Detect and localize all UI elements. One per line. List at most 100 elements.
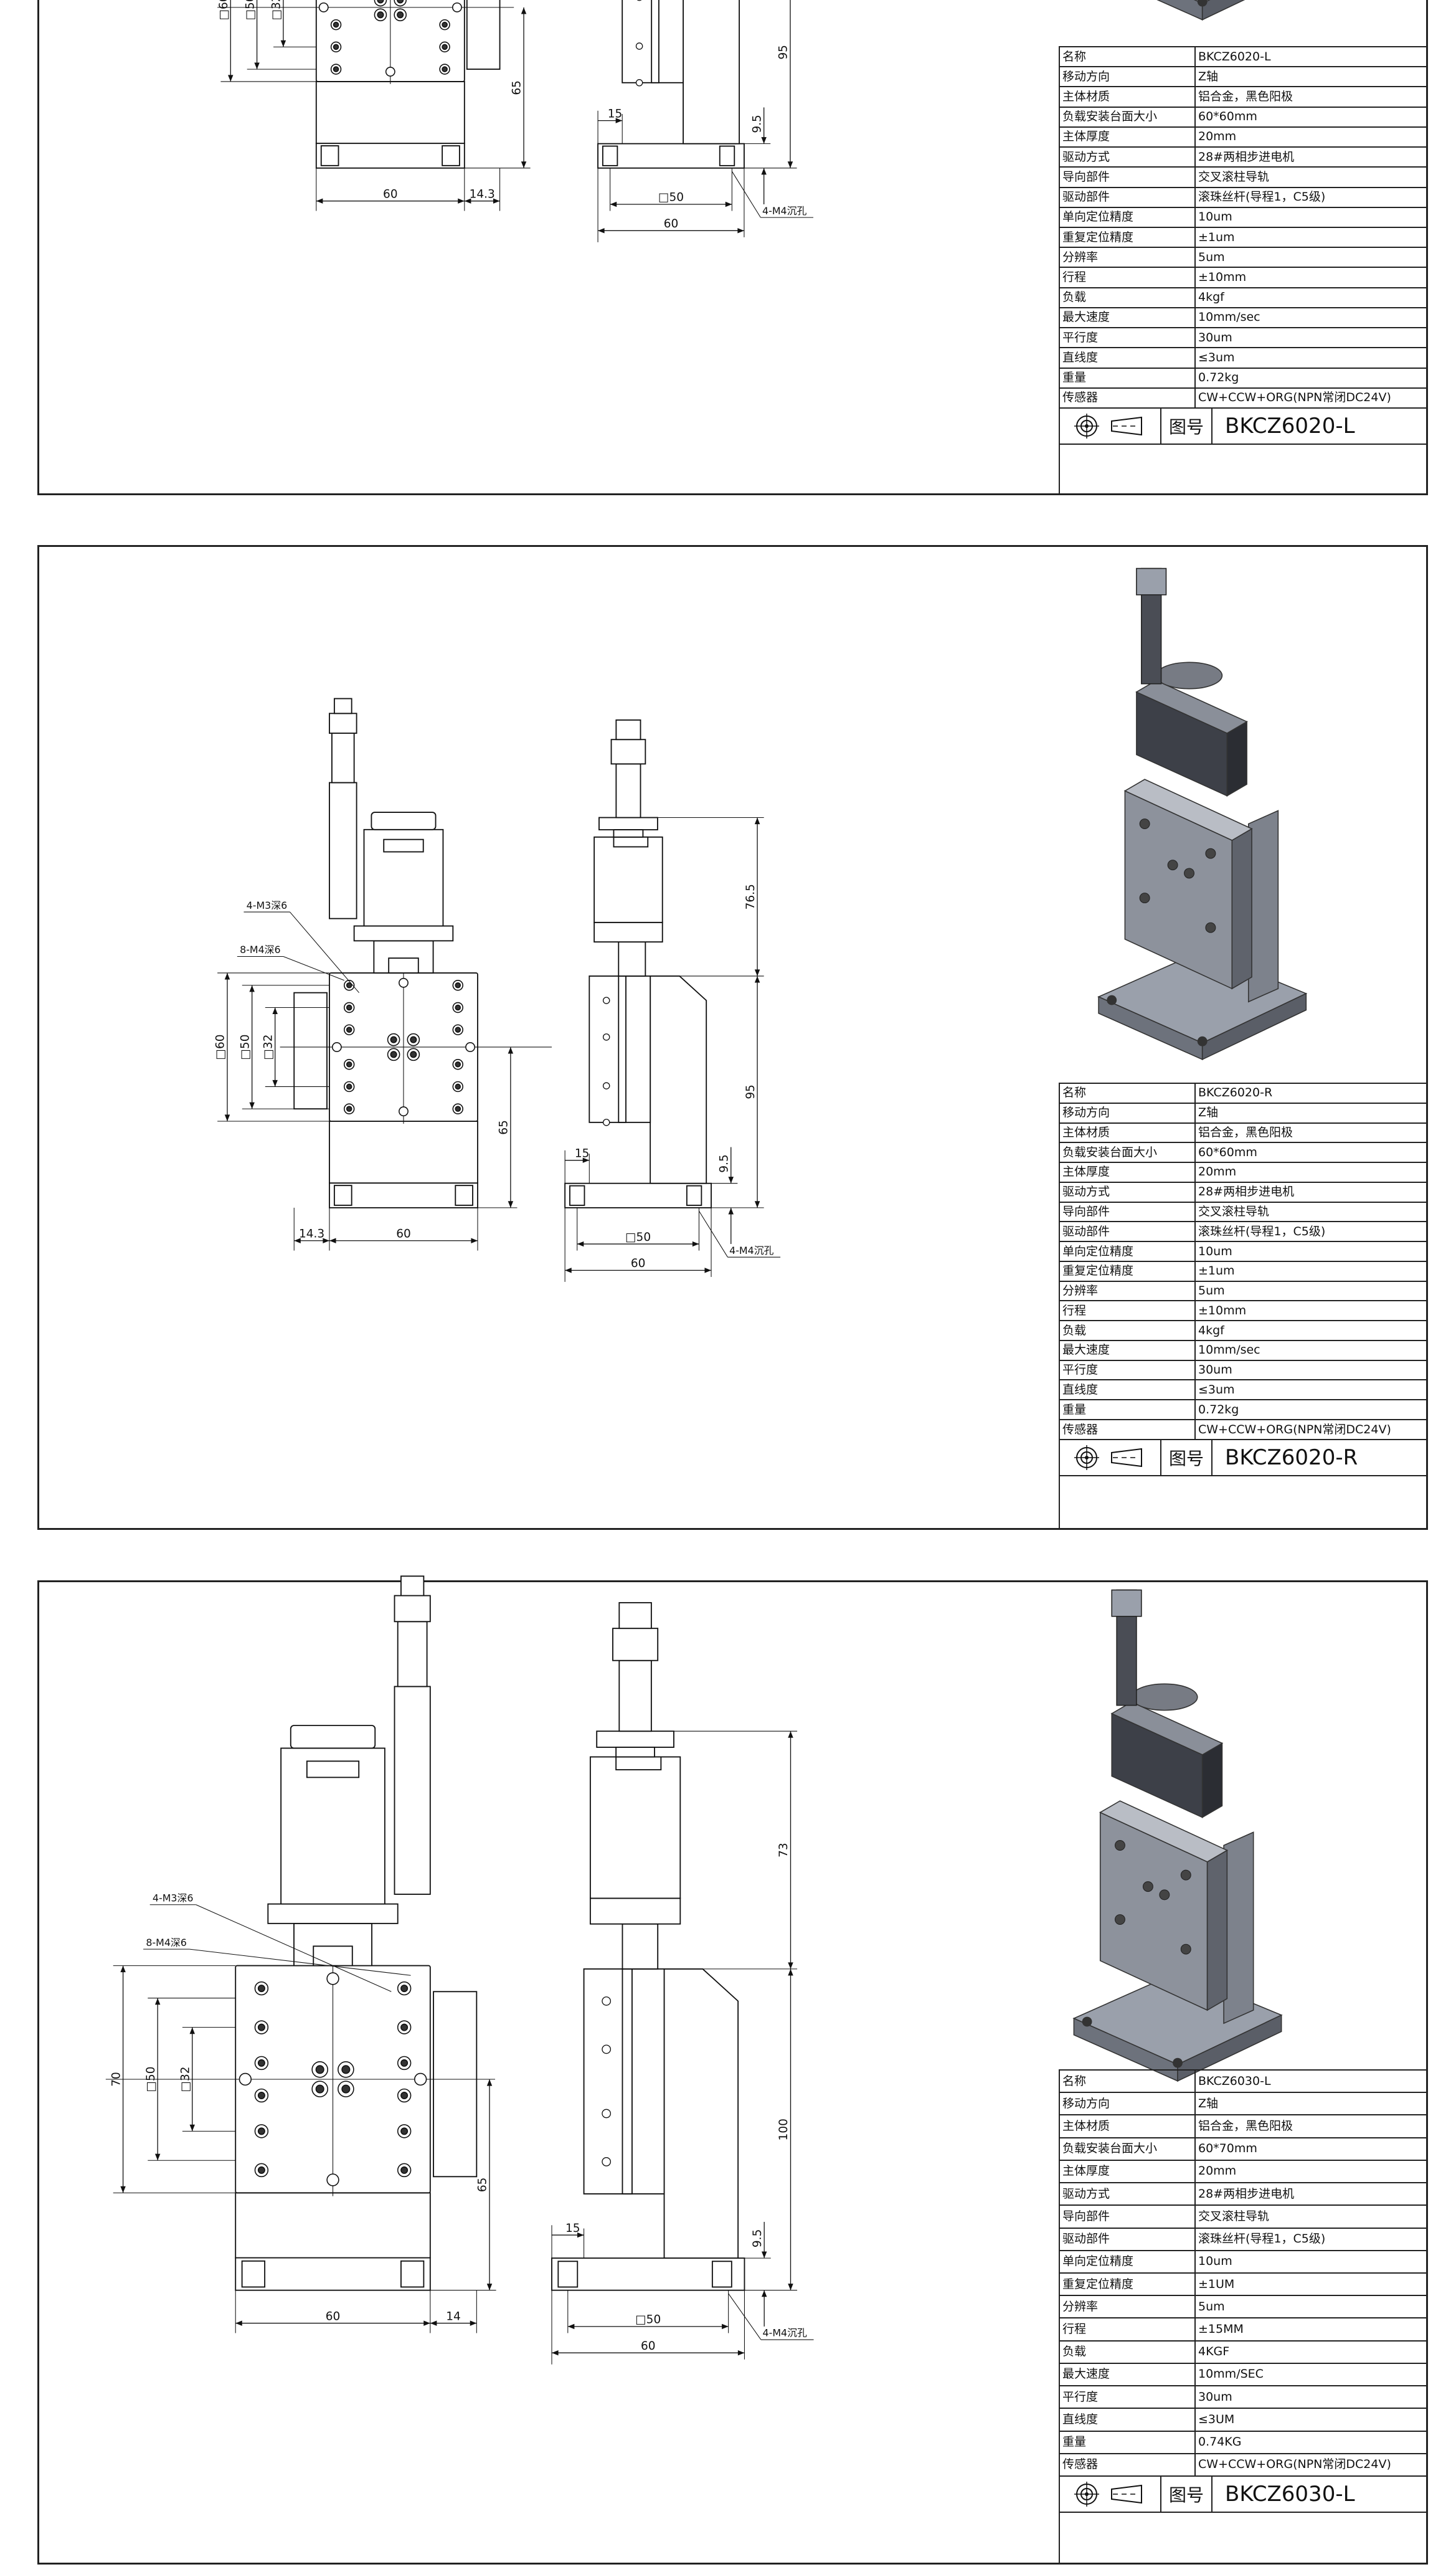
callout-label: 4-M4沉孔 bbox=[729, 1245, 773, 1256]
spec-value: CW+CCW+ORG(NPN常闭DC24V) bbox=[1194, 387, 1428, 409]
drawing-number-label: 图号 bbox=[1161, 1440, 1213, 1475]
spec-label: 传感器 bbox=[1059, 1419, 1196, 1440]
spec-value: 5um bbox=[1194, 247, 1428, 268]
mounting-hole-core bbox=[400, 2092, 409, 2100]
spec-label: 负载 bbox=[1059, 1320, 1196, 1341]
projection-symbol-icon bbox=[1060, 1440, 1161, 1475]
side-connector-nut bbox=[612, 1628, 659, 1661]
dimension-label: 14 bbox=[446, 2310, 461, 2323]
projection-symbol-icon bbox=[1060, 2477, 1161, 2512]
spec-value: 铝合金，黑色阳极 bbox=[1194, 86, 1428, 108]
side-motor-plate bbox=[593, 921, 663, 943]
dimension-label: 65 bbox=[476, 2178, 489, 2193]
spec-row: 主体材质铝合金，黑色阳极 bbox=[1059, 1122, 1428, 1144]
base-foot bbox=[602, 145, 618, 166]
spec-label: 负载安装台面大小 bbox=[1059, 106, 1196, 128]
base-foot bbox=[241, 2260, 266, 2288]
side-motor-cap bbox=[615, 1756, 662, 1771]
mounting-hole-core bbox=[400, 2023, 409, 2031]
mounting-hole-core bbox=[455, 1027, 461, 1033]
spec-value: 10um bbox=[1194, 206, 1428, 228]
center-hole-core bbox=[377, 11, 384, 19]
callout-label: 8-M4深6 bbox=[240, 944, 281, 956]
spec-row: 直线度≤3UM bbox=[1059, 2408, 1428, 2432]
base-foot bbox=[455, 1185, 473, 1206]
dimension-label: 15 bbox=[565, 2222, 580, 2235]
dimension-label: 95 bbox=[744, 1084, 757, 1099]
side-motor bbox=[593, 836, 663, 923]
spec-row: 行程±10mm bbox=[1059, 267, 1428, 288]
render-base-hole bbox=[1173, 2057, 1183, 2068]
pin-hole bbox=[451, 2, 462, 12]
dimension-label: 9.5 bbox=[717, 1154, 730, 1172]
spec-value: 铝合金，黑色阳极 bbox=[1194, 1122, 1428, 1144]
render-motor-side bbox=[1201, 1742, 1223, 1818]
callout-label: 4-M3深6 bbox=[153, 1892, 194, 1904]
side-rail bbox=[618, 975, 626, 1123]
side-motor bbox=[589, 1756, 681, 1899]
motor-label bbox=[383, 838, 424, 853]
base-foot bbox=[569, 1185, 585, 1206]
spec-value: 30um bbox=[1194, 327, 1428, 349]
leader-line bbox=[283, 956, 344, 981]
spec-value: ≤3um bbox=[1194, 1379, 1428, 1401]
spec-value: 5um bbox=[1194, 2295, 1428, 2319]
spec-label: 单向定位精度 bbox=[1059, 206, 1196, 228]
spec-value: 0.72kg bbox=[1194, 367, 1428, 389]
dimension-label: 65 bbox=[498, 1120, 511, 1135]
spec-label: 单向定位精度 bbox=[1059, 2249, 1196, 2274]
center-hole-core bbox=[410, 1036, 417, 1043]
dimension-label: □50 bbox=[635, 2313, 661, 2327]
spec-label: 最大速度 bbox=[1059, 2362, 1196, 2387]
side-upright bbox=[683, 0, 740, 145]
leader-line bbox=[189, 1948, 411, 1976]
render-base-hole bbox=[1197, 0, 1208, 7]
spec-label: 移动方向 bbox=[1059, 2092, 1196, 2116]
render-hole bbox=[1139, 893, 1150, 904]
sensor-bracket bbox=[433, 1991, 478, 2178]
dimension-label: 100 bbox=[777, 2119, 790, 2140]
center-hole-core bbox=[377, 0, 384, 4]
spec-row: 主体材质铝合金，黑色阳极 bbox=[1059, 86, 1428, 108]
spec-label: 驱动部件 bbox=[1059, 2227, 1196, 2251]
pin-hole bbox=[414, 2072, 427, 2086]
spec-label: 直线度 bbox=[1059, 1379, 1196, 1401]
render-motor-top bbox=[1135, 680, 1248, 734]
render-base-hole bbox=[1197, 1036, 1208, 1046]
spec-label: 分辨率 bbox=[1059, 247, 1196, 268]
spec-value: 0.74KG bbox=[1194, 2430, 1428, 2454]
spec-value: 交叉滚柱导轨 bbox=[1194, 166, 1428, 188]
dimension-label: 76.5 bbox=[744, 884, 757, 909]
side-connector-cap bbox=[618, 1602, 652, 1630]
spec-row: 行程±10mm bbox=[1059, 1300, 1428, 1322]
spec-value: 10mm/sec bbox=[1194, 306, 1428, 329]
side-knob bbox=[598, 817, 658, 830]
title-block-border bbox=[1059, 2513, 1060, 2564]
dimension-label: □50 bbox=[239, 1034, 252, 1060]
dimension-label: 9.5 bbox=[751, 2229, 764, 2247]
side-upright bbox=[650, 975, 707, 1184]
mounting-hole-core bbox=[333, 44, 339, 50]
dimension-label: 70 bbox=[110, 2072, 123, 2087]
mounting-hole-core bbox=[346, 1061, 352, 1068]
product-render-image bbox=[1072, 1589, 1283, 2082]
render-base-side bbox=[1201, 0, 1246, 21]
spec-value: 5um bbox=[1194, 1280, 1428, 1302]
motor-plate bbox=[267, 1903, 399, 1924]
callout-label: 4-M4沉孔 bbox=[763, 2327, 807, 2339]
spec-value: BKCZ6030-L bbox=[1194, 2069, 1428, 2094]
spec-value: ±15MM bbox=[1194, 2317, 1428, 2342]
side-knob bbox=[596, 1730, 674, 1748]
title-block: 图号 BKCZ6020-R bbox=[1059, 1440, 1428, 1476]
leader-line bbox=[731, 171, 761, 218]
spec-value: 4kgf bbox=[1194, 1320, 1428, 1341]
pin-hole bbox=[399, 1106, 409, 1117]
